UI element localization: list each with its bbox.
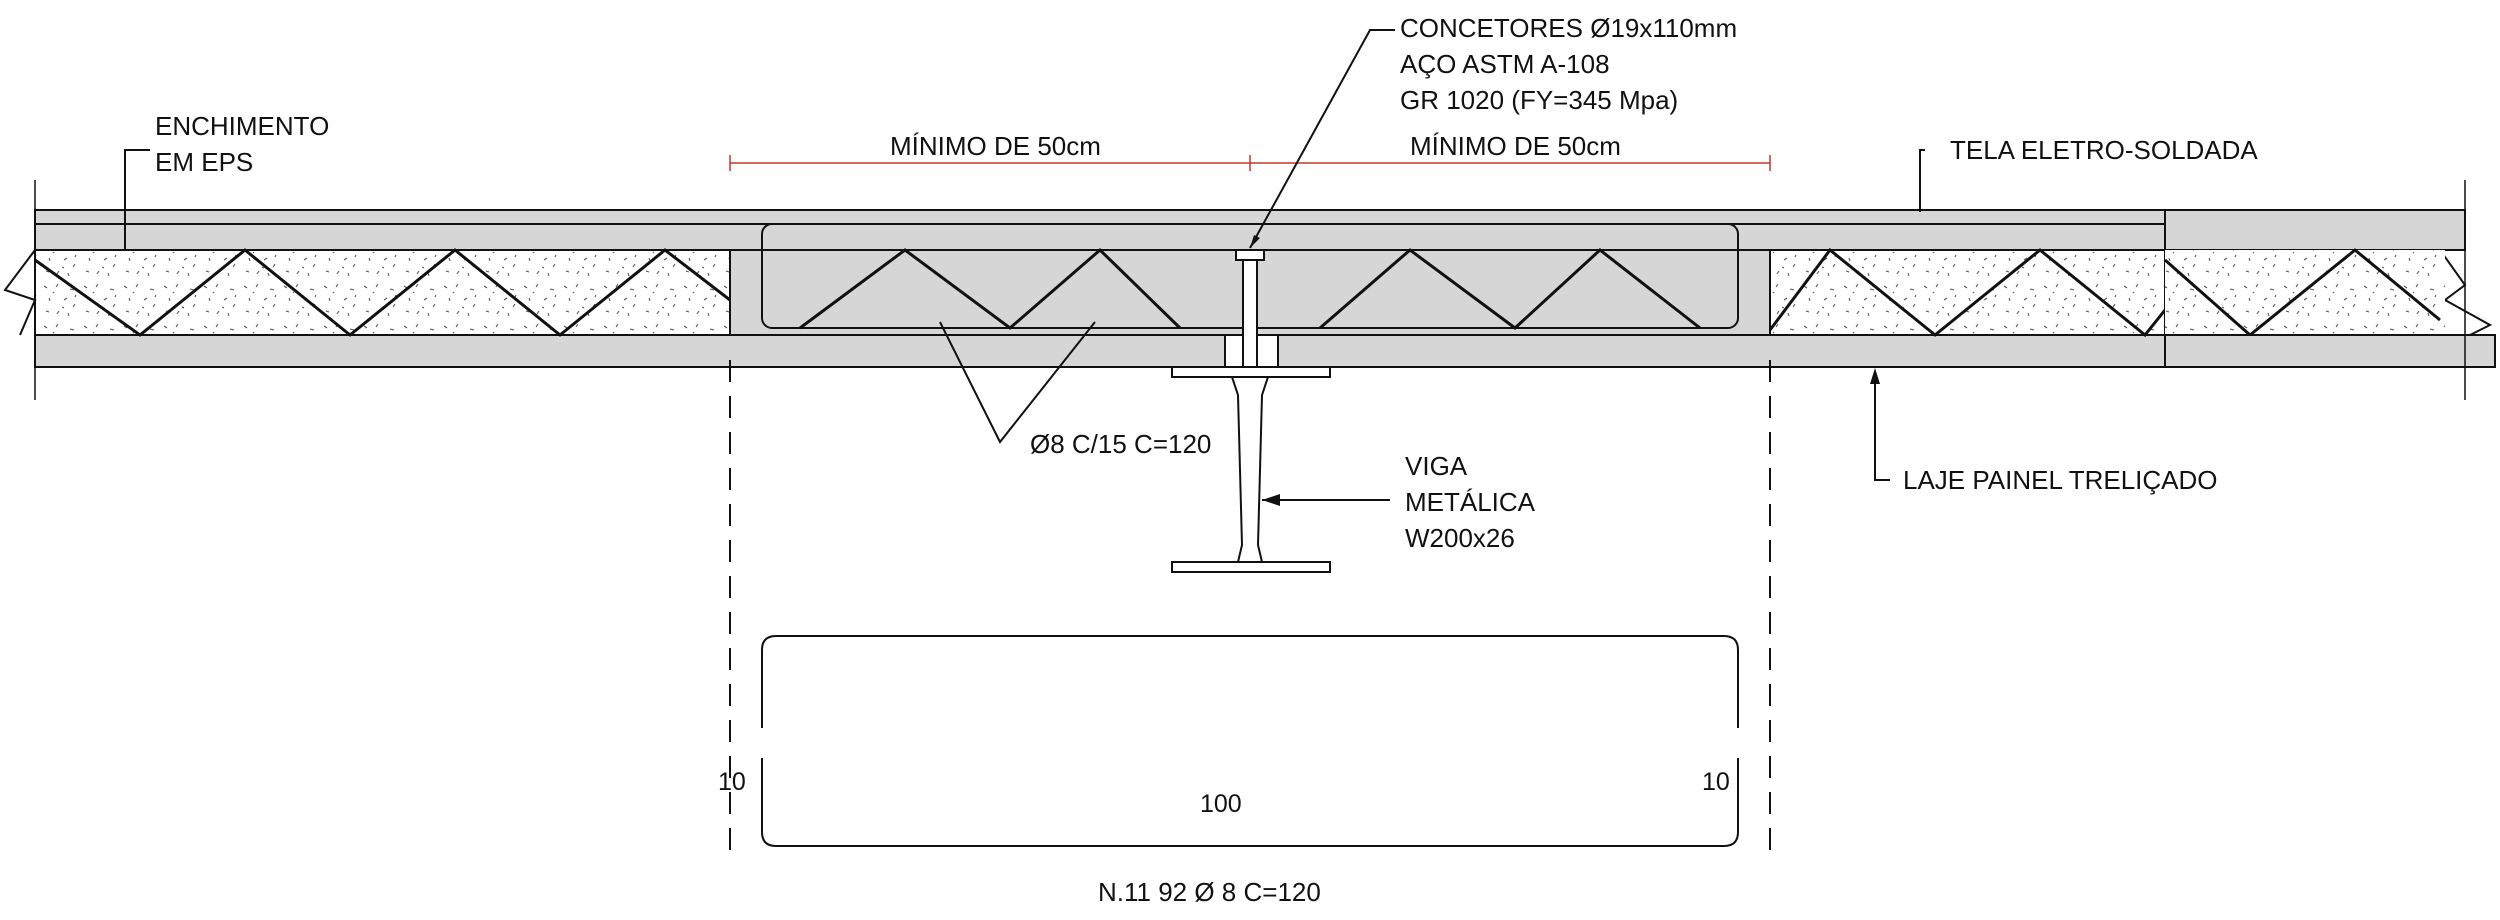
- leader-laje: [1874, 372, 1890, 481]
- label-viga-line1: VIGA: [1405, 451, 1468, 481]
- label-laje-painel: LAJE PAINEL TRELIÇADO: [1903, 465, 2218, 495]
- steel-i-beam-icon: [1171, 366, 1331, 573]
- label-viga-line2: METÁLICA: [1405, 487, 1536, 517]
- top-topping-layer: [34, 209, 2166, 251]
- label-minimo-left: MÍNIMO DE 50cm: [890, 131, 1101, 161]
- label-enchimento-eps: ENCHIMENTO EM EPS: [155, 108, 329, 180]
- label-conectores-line2: AÇO ASTM A-108: [1400, 49, 1610, 79]
- label-barra: Ø8 C/15 C=120: [1030, 429, 1212, 459]
- label-conectores-line1: CONCETORES Ø19x110mm: [1400, 13, 1738, 43]
- eps-fill-left: [34, 249, 731, 336]
- label-conectores: CONCETORES Ø19x110mm AÇO ASTM A-108 GR 1…: [1400, 10, 1737, 118]
- leader-conectores: [1249, 29, 1395, 249]
- eps-fill-right: [1769, 249, 2166, 336]
- break-mark-left: [3, 249, 37, 336]
- shear-connector-icon: [1235, 249, 1265, 368]
- truss-web-left: [34, 248, 731, 337]
- label-enchimento-line1: ENCHIMENTO: [155, 111, 330, 141]
- bar-length: 100: [1200, 790, 1242, 818]
- truss-web-center-right: [1319, 248, 1701, 330]
- label-minimo-right: MÍNIMO DE 50cm: [1410, 131, 1621, 161]
- leader-tela: [1919, 149, 1925, 212]
- bar-shape-outline: [761, 635, 1739, 847]
- label-conectores-line3: GR 1020 (FY=345 Mpa): [1400, 85, 1679, 115]
- label-tela-eletro-soldada: TELA ELETRO-SOLDADA: [1950, 135, 2258, 165]
- bar-hook-right: 10: [1702, 768, 1730, 796]
- leader-enchimento: [124, 149, 150, 250]
- label-viga-line3: W200x26: [1405, 523, 1515, 553]
- bar-spec: N.11 92 Ø 8 C=120: [1098, 877, 1321, 907]
- truss-web-right: [1768, 247, 2167, 338]
- leader-barra: [939, 321, 1096, 444]
- label-viga-metalica: VIGA METÁLICA W200x26: [1405, 448, 1535, 556]
- label-enchimento-line2: EM EPS: [155, 147, 254, 177]
- bottom-precast-plank-left: [34, 334, 1226, 368]
- bar-hook-left: 10: [718, 768, 746, 796]
- truss-web-center-left: [799, 247, 1182, 330]
- bottom-precast-plank-right: [1277, 334, 2166, 368]
